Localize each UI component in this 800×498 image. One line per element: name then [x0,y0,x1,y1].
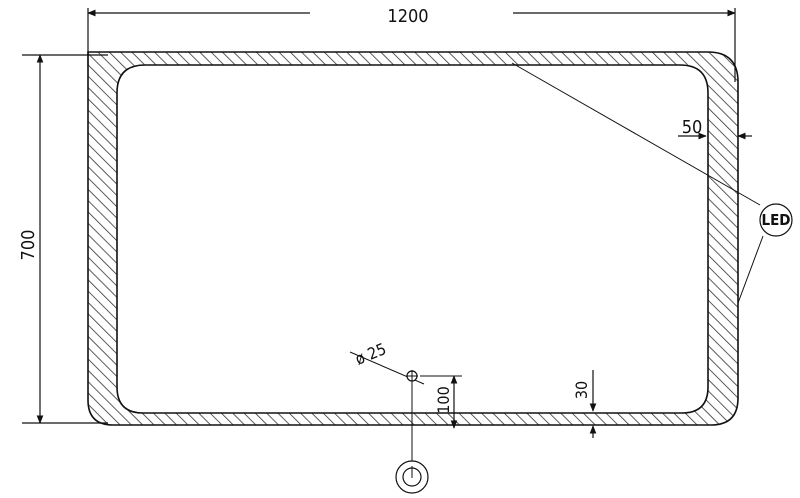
mirror-frame [87,51,739,426]
led-leader-top [511,62,761,206]
height-label: 700 [18,230,39,261]
led-bubble [759,203,793,237]
led-callout: LED [511,62,793,304]
switch-offset-dimension: 100 [420,375,462,429]
bottom-gap-label: 30 [572,381,591,399]
width-label: 1200 [387,6,428,27]
frame-width-label: 50 [682,117,703,138]
led-leader-bottom [737,235,764,304]
switch-symbol [395,370,429,494]
led-label: LED [761,211,790,229]
led-frame-band [87,51,739,426]
height-dimension: 700 [18,54,108,424]
switch-offset-label: 100 [434,386,453,413]
width-dimension: 1200 [87,6,736,82]
frame-width-dimension: 50 [678,117,752,140]
switch-diameter-label: ø 25 [352,339,388,368]
bottom-gap-dimension: 30 [572,370,597,438]
